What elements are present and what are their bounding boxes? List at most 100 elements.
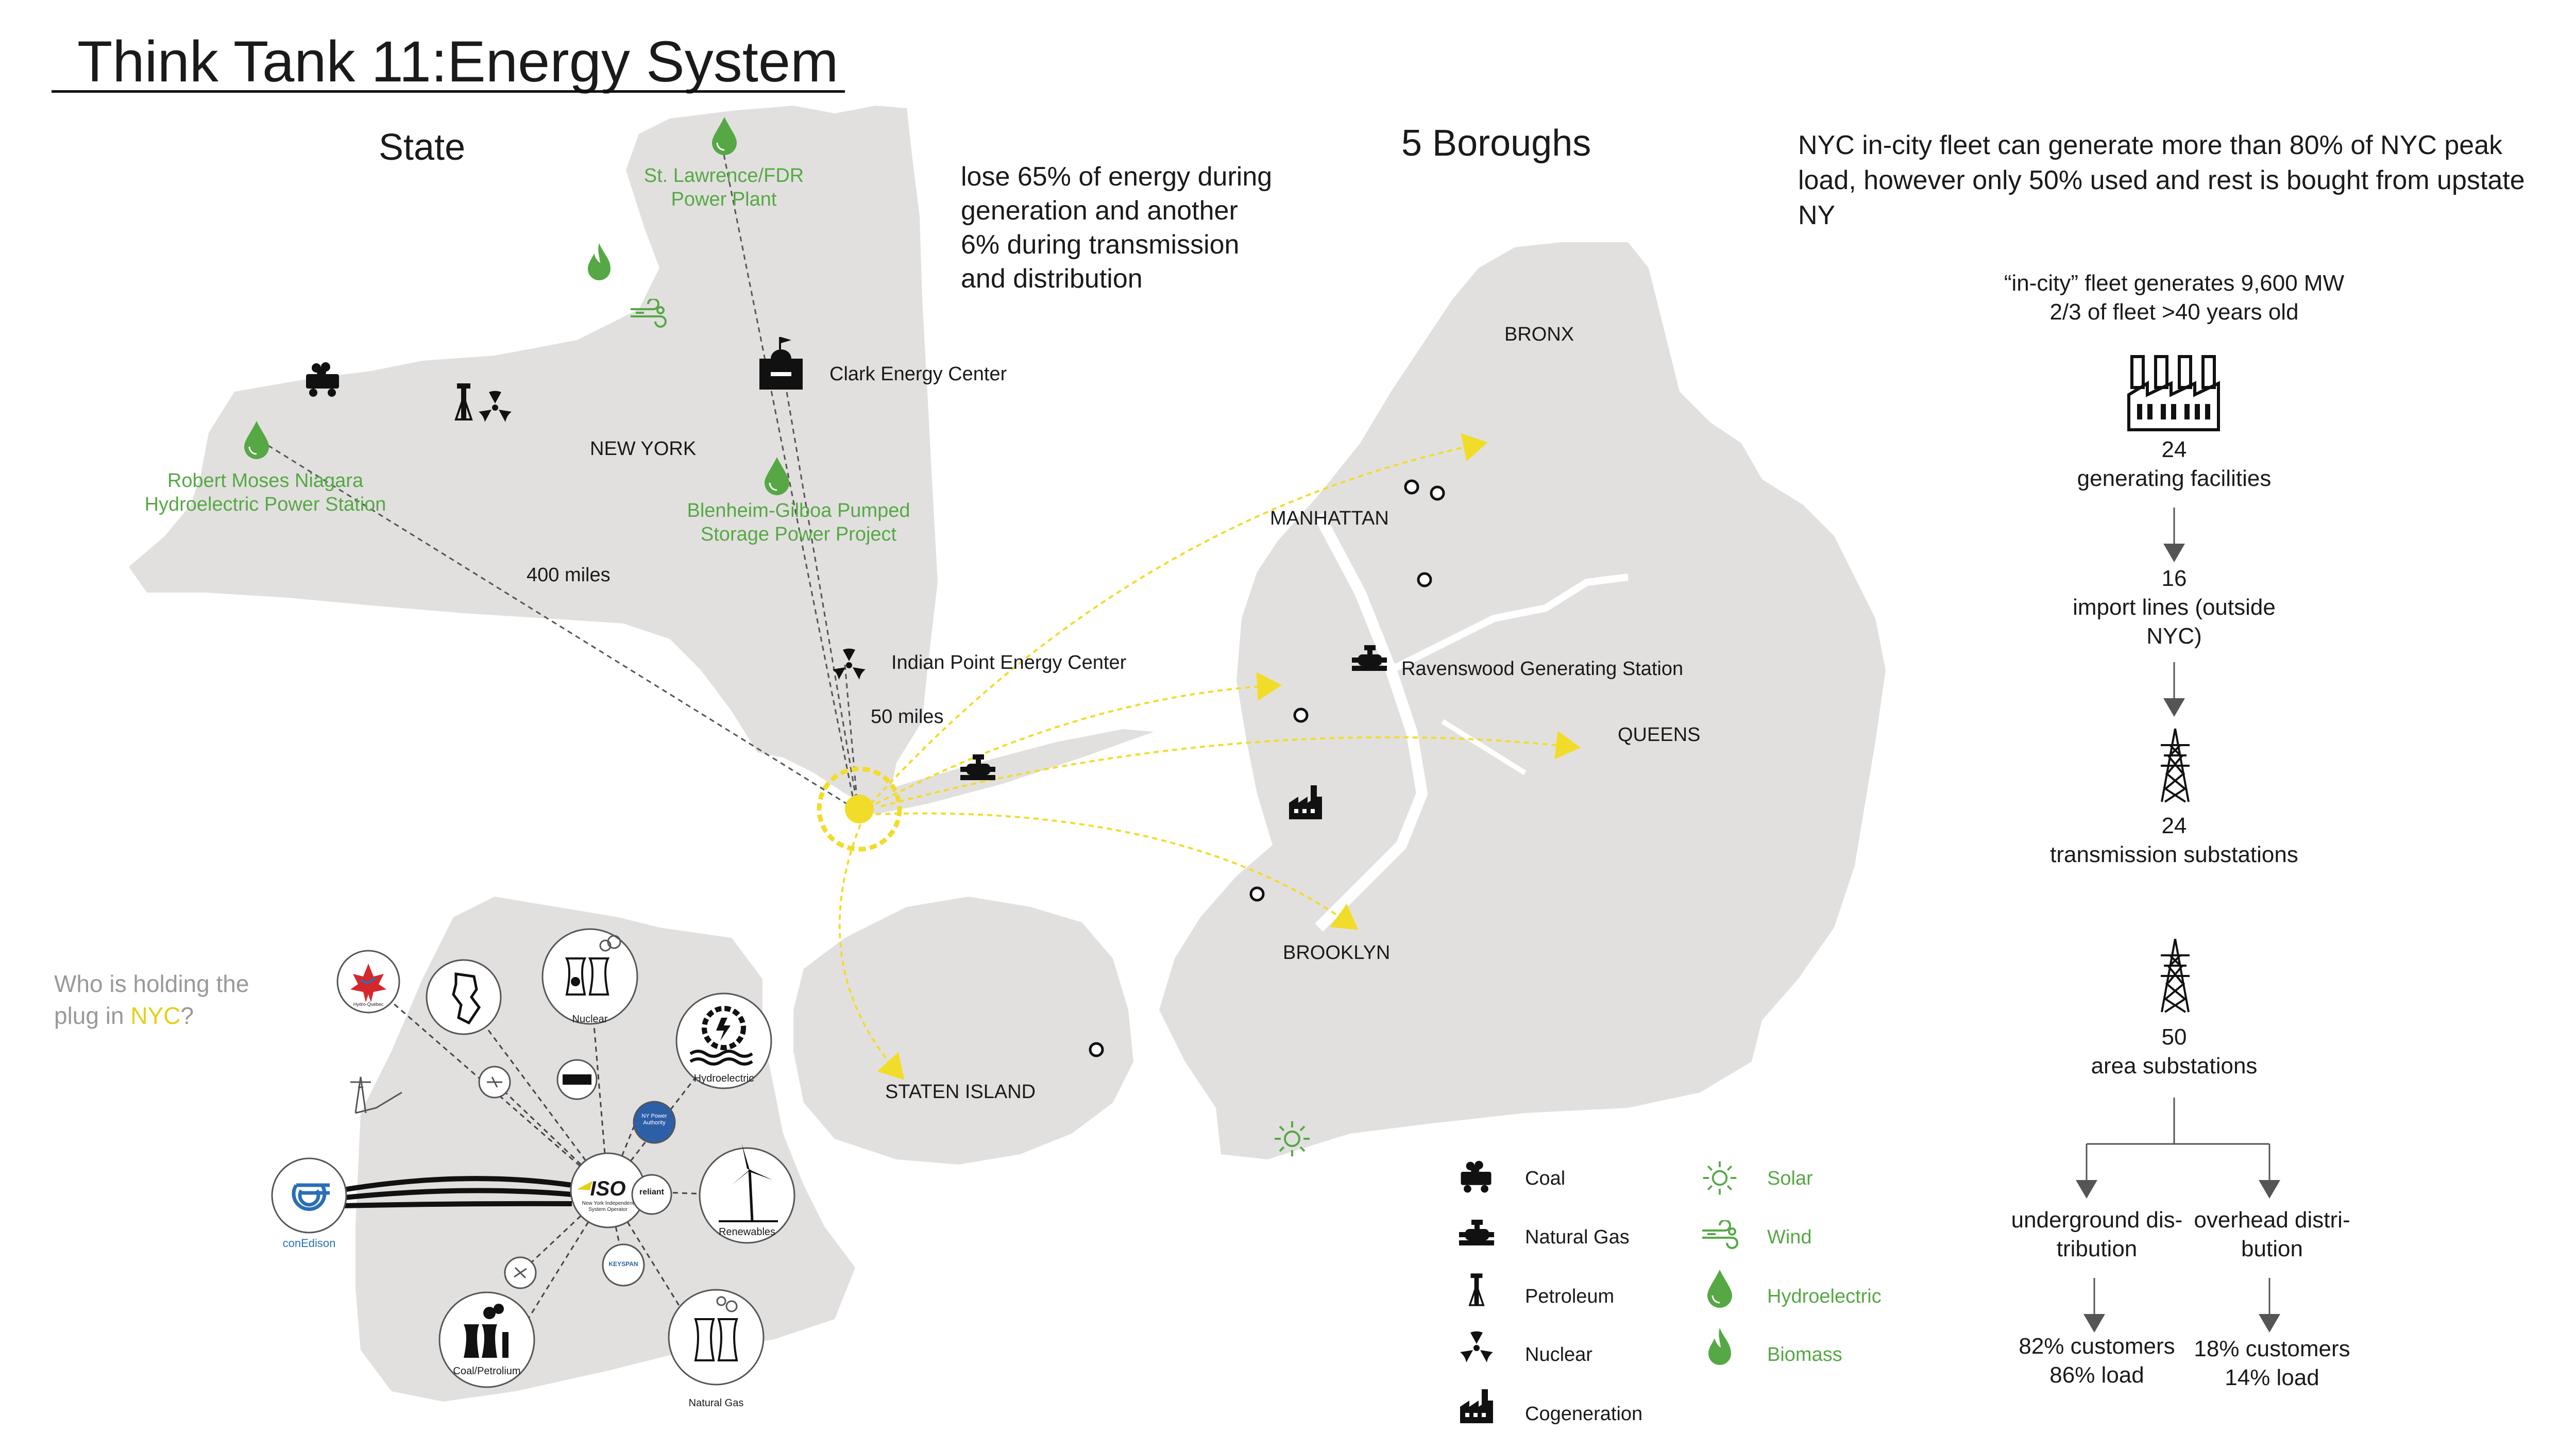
legend-cogeneration: Cogeneration (1525, 1403, 1643, 1425)
energy-loss-note: lose 65% of energy during generation and… (961, 162, 1273, 294)
cogeneration-icon (1460, 1389, 1493, 1423)
keyspan-node (602, 1243, 645, 1287)
legend-coal: Coal (1525, 1168, 1566, 1189)
plug-label-iso-sub: New York Independent System Operator (582, 1201, 634, 1212)
nypa-node (633, 1101, 676, 1144)
underground-distribution: underground dis- tribution (2011, 1207, 2183, 1261)
staten-island-label: STATEN ISLAND (885, 1081, 1036, 1103)
new-york-label: NEW YORK (590, 438, 697, 460)
page-title: Think Tank 11:Energy System (77, 29, 839, 94)
nyc-highlight: NYC (130, 1002, 181, 1029)
conedison-node (271, 1157, 347, 1234)
plug-label-conedison: conEdison (282, 1237, 336, 1250)
cogeneration-icon (1289, 785, 1322, 819)
manhattan-label: MANHATTAN (1270, 508, 1389, 529)
plug-question: Who is holding the plug in NYC? (54, 968, 249, 1032)
natural-gas-icon (960, 754, 995, 780)
small-node-2 (504, 1256, 537, 1289)
long-island-shape (845, 729, 1154, 814)
biomass-icon (1708, 1328, 1731, 1365)
legend-biomass: Biomass (1767, 1344, 1842, 1366)
wind-icon (1702, 1220, 1738, 1249)
transmission-tower-icon (2161, 938, 2190, 1013)
solar-icon (1275, 1121, 1310, 1156)
nuclear-icon (1460, 1331, 1493, 1362)
new-jersey-node (426, 959, 502, 1035)
biomass-icon (588, 243, 611, 280)
nyc-center-marker (845, 795, 874, 823)
bronx-label: BRONX (1504, 324, 1574, 345)
plug-label-reliant: reliant (639, 1188, 664, 1197)
energy-company-node (556, 1059, 598, 1100)
petroleum-icon (454, 383, 473, 420)
plug-label-iso: ISO (590, 1177, 626, 1200)
distance-400-label: 400 miles (527, 564, 611, 586)
nuclear-icon (833, 648, 866, 680)
transmission-tower-icon (2161, 728, 2190, 803)
renewables-node (699, 1144, 795, 1244)
transmission-substations: 24 transmission substations (2050, 813, 2298, 867)
ravenswood-label: Ravenswood Generating Station (1401, 658, 1684, 680)
nuclear-icon (479, 391, 512, 422)
generating-facilities: 24 generating facilities (2077, 437, 2272, 491)
title-underline (52, 90, 845, 93)
plug-label-natural-gas: Natural Gas (688, 1397, 744, 1409)
plug-label-keyspan: KEYSPAN (608, 1260, 638, 1268)
overhead-stats: 18% customers 14% load (2194, 1336, 2350, 1390)
legend-wind: Wind (1767, 1226, 1812, 1248)
reliant-node (631, 1174, 672, 1215)
queens-label: QUEENS (1618, 724, 1701, 746)
coal-petrolium-node (438, 1291, 535, 1388)
solar-icon (1703, 1161, 1737, 1195)
hydroelectric-icon (244, 421, 269, 459)
plug-question-line2: plug in NYC? (54, 1002, 194, 1029)
area-substations: 50 area substations (2091, 1024, 2258, 1079)
blenheim-label: Blenheim-Gilboa Pumped Storage Power Pro… (687, 500, 910, 545)
natural-gas-icon (1459, 1220, 1494, 1245)
staten-island-shape (793, 897, 1133, 1165)
st-lawrence-label: St. Lawrence/FDR Power Plant (643, 165, 804, 210)
hydroelectric-icon (712, 117, 737, 155)
distance-50-label: 50 miles (871, 706, 944, 728)
plug-label-hydro-quebec: Hydro-Québec (353, 1002, 384, 1007)
power-plant-icon (759, 337, 803, 390)
boroughs-heading: 5 Boroughs (1401, 123, 1591, 164)
underground-stats: 82% customers 86% load (2019, 1334, 2175, 1388)
clark-energy-label: Clark Energy Center (829, 363, 1007, 385)
import-lines: 16 import lines (outside NYC) (2073, 566, 2276, 649)
petroleum-icon (1468, 1273, 1485, 1306)
coal-icon (306, 362, 339, 397)
legend-solar: Solar (1767, 1168, 1813, 1189)
legend-natural-gas: Natural Gas (1525, 1226, 1630, 1248)
hydroelectric-node (675, 992, 772, 1089)
factory-icon (2127, 355, 2220, 431)
hydro-quebec-node (336, 950, 400, 1014)
natural-gas-icon (1352, 645, 1387, 671)
niagara-label: Robert Moses Niagara Hydroelectric Power… (144, 470, 386, 515)
plug-question-line1: Who is holding the (54, 970, 249, 997)
hydroelectric-icon (765, 457, 789, 495)
coal-icon (1461, 1160, 1492, 1193)
state-heading: State (379, 127, 466, 168)
legend-petroleum: Petroleum (1525, 1286, 1615, 1307)
new-york-state-shape (129, 106, 938, 804)
five-boroughs-shape (1159, 242, 1886, 1159)
small-node-1 (478, 1066, 511, 1099)
plug-label-renewables: Renewables (718, 1226, 776, 1238)
nuclear-node (541, 928, 638, 1025)
wind-icon (631, 299, 667, 328)
fleet-note: NYC in-city fleet can generate more than… (1798, 130, 2525, 230)
plug-label-coal-petrolium: Coal/Petrolium (453, 1366, 521, 1377)
plug-label-nypa: NY Power Authority (641, 1113, 667, 1126)
legend-hydroelectric: Hydroelectric (1767, 1286, 1882, 1307)
plug-label-nuclear: Nuclear (572, 1014, 608, 1025)
brooklyn-label: BROOKLYN (1283, 942, 1391, 964)
legend-nuclear: Nuclear (1525, 1344, 1592, 1366)
indian-point-label: Indian Point Energy Center (891, 652, 1127, 673)
legend: Coal Natural Gas Petroleum Nuclear Cogen… (1458, 1154, 1973, 1433)
natural-gas-node (668, 1289, 765, 1386)
plug-label-hydroelectric: Hydroelectric (693, 1073, 754, 1084)
overhead-distribution: overhead distri- bution (2194, 1207, 2350, 1261)
